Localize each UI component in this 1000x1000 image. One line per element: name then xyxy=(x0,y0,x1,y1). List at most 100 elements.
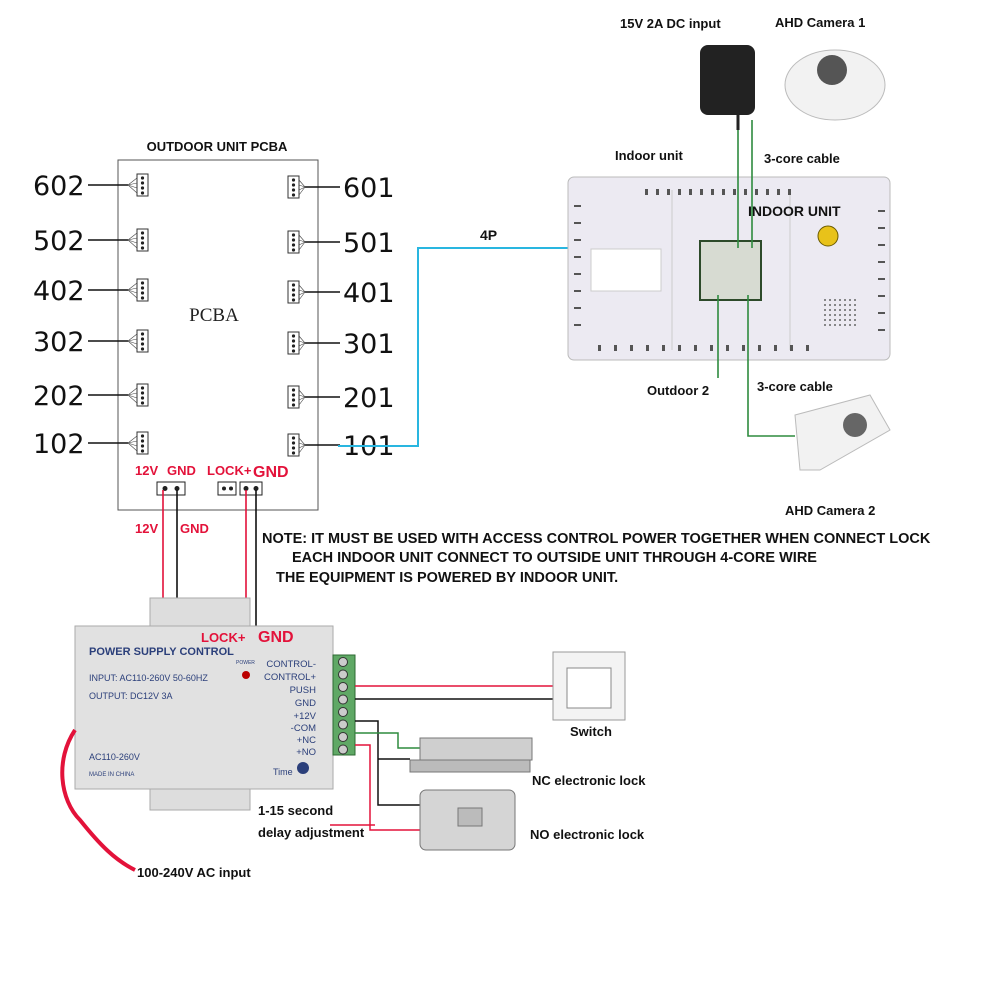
port-label-left: 602 xyxy=(33,171,85,202)
wire-12v-label: 12V xyxy=(135,521,158,536)
port-label-right: 401 xyxy=(343,278,395,309)
wire-nc xyxy=(355,732,420,749)
power-led xyxy=(242,671,250,679)
wire-no xyxy=(355,744,420,831)
note-line-3: THE EQUIPMENT IS POWERED BY INDOOR UNIT. xyxy=(276,570,618,586)
port-connector xyxy=(136,329,149,353)
indoor-label-plate xyxy=(590,248,662,292)
terminal-label: CONTROL+ xyxy=(264,672,316,683)
ps-made: MADE IN CHINA xyxy=(89,772,134,778)
pcba-title: OUTDOOR UNIT PCBA xyxy=(147,139,288,154)
ps-output: OUTPUT: DC12V 3A xyxy=(89,691,173,701)
note-line-2: EACH INDOOR UNIT CONNECT TO OUTSIDE UNIT… xyxy=(292,550,817,566)
pcba-gnd1-label: GND xyxy=(167,463,196,478)
ps-bracket-top xyxy=(149,597,251,629)
indoor-caption: Indoor unit xyxy=(615,148,684,163)
terminal-screw-icon[interactable] xyxy=(338,744,348,755)
terminal-label: -COM xyxy=(291,723,316,734)
port-connector xyxy=(136,228,149,252)
dc-input-label: 15V 2A DC input xyxy=(620,16,721,31)
ps-title: POWER SUPPLY CONTROL xyxy=(89,646,234,658)
indoor-panel-label: INDOOR UNIT xyxy=(748,203,841,219)
terminal-screw-icon[interactable] xyxy=(338,694,348,705)
wire-com xyxy=(355,720,420,806)
ps-gnd-label: GND xyxy=(258,629,294,646)
pcba-12v-label: 12V xyxy=(135,463,158,478)
port-connector xyxy=(136,431,149,455)
port-connector xyxy=(136,278,149,302)
terminal-screw-icon[interactable] xyxy=(338,732,348,742)
speaker-grille xyxy=(824,299,856,326)
port-connector xyxy=(287,175,300,199)
nc-lock xyxy=(419,737,533,761)
port-label-left: 202 xyxy=(33,381,85,412)
wire-camera-2 xyxy=(747,295,795,437)
port-connector xyxy=(136,383,149,407)
power-adapter xyxy=(700,45,755,115)
wire-gnd-label: GND xyxy=(180,521,209,536)
time-knob-icon[interactable] xyxy=(297,762,309,774)
port-connector xyxy=(287,433,300,457)
terminal-screw-icon[interactable] xyxy=(338,657,348,667)
terminal-screws xyxy=(338,657,348,755)
terminal-label: +NO xyxy=(296,747,316,758)
camera-1-label: AHD Camera 1 xyxy=(775,15,865,30)
pcba-center-label: PCBA xyxy=(189,305,239,326)
wire-4p-label: 4P xyxy=(480,227,497,243)
seal-sticker xyxy=(817,225,839,247)
vent-slots xyxy=(574,189,885,351)
cable-1-label: 3-core cable xyxy=(764,151,840,166)
ac-input-cable xyxy=(60,728,136,872)
ps-time-label: Time xyxy=(273,767,293,777)
terminal-block xyxy=(332,654,356,756)
port-label-left: 102 xyxy=(33,429,85,460)
ps-ac: AC110-260V xyxy=(89,752,140,762)
port-connector xyxy=(287,230,300,254)
indoor-pcb xyxy=(699,240,762,301)
no-lock-label: NO electronic lock xyxy=(530,827,645,842)
note-line-1: NOTE: IT MUST BE USED WITH ACCESS CONTRO… xyxy=(262,531,931,547)
wire-4p xyxy=(338,247,716,447)
ac-input-label: 100-240V AC input xyxy=(137,865,251,880)
delay-label-1: 1-15 second xyxy=(258,803,333,818)
port-connector xyxy=(287,385,300,409)
delay-label-2: delay adjustment xyxy=(258,825,365,840)
camera-2-label: AHD Camera 2 xyxy=(785,503,875,518)
terminal-screw-icon[interactable] xyxy=(338,707,348,717)
pcba-power-connector xyxy=(156,481,186,496)
port-connector xyxy=(287,331,300,355)
port-label-left: 402 xyxy=(33,276,85,307)
nc-lock-label: NC electronic lock xyxy=(532,773,646,788)
power-supply-box xyxy=(74,625,334,790)
ps-lock-label: LOCK+ xyxy=(201,630,246,645)
terminal-screw-icon[interactable] xyxy=(338,669,348,680)
terminal-label: CONTROL- xyxy=(266,659,316,670)
terminal-label: PUSH xyxy=(290,685,317,696)
port-label-right: 501 xyxy=(343,228,395,259)
port-connector xyxy=(287,280,300,304)
terminal-screw-icon[interactable] xyxy=(338,682,348,692)
pcba-board xyxy=(117,159,319,511)
pcba-lock-connector xyxy=(239,481,263,496)
port-label-right: 301 xyxy=(343,329,395,360)
camera-1 xyxy=(784,49,886,121)
pcba-gnd2-label: GND xyxy=(253,464,289,481)
ps-input: INPUT: AC110-260V 50-60HZ xyxy=(89,673,208,683)
port-label-right: 201 xyxy=(343,383,395,414)
switch-label: Switch xyxy=(570,724,612,739)
cable-2-label: 3-core cable xyxy=(757,379,833,394)
outdoor-2-label: Outdoor 2 xyxy=(647,383,709,398)
ps-power-led-label: POWER xyxy=(236,660,255,666)
pcba-aux-connector xyxy=(217,481,237,496)
terminal-label: +12V xyxy=(294,711,317,722)
terminal-screw-icon[interactable] xyxy=(338,719,348,730)
pcba-lock-label: LOCK+ xyxy=(207,463,252,478)
port-label-right: 601 xyxy=(343,173,395,204)
port-connector xyxy=(136,173,149,197)
port-label-left: 502 xyxy=(33,226,85,257)
terminal-label: GND xyxy=(295,698,316,709)
port-label-left: 302 xyxy=(33,327,85,358)
